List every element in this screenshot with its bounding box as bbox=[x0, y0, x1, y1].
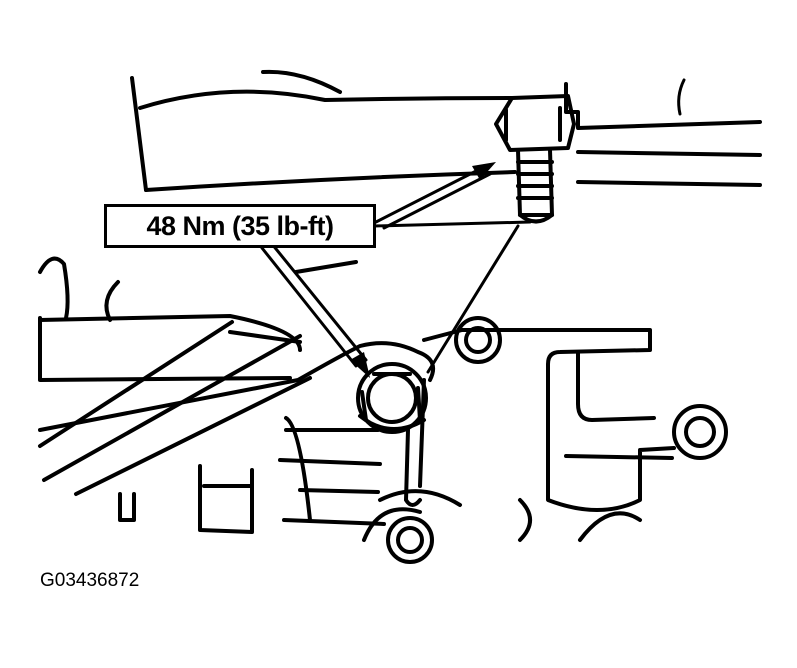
left-linkage bbox=[38, 256, 435, 496]
upper-bolt bbox=[494, 94, 576, 224]
boss-circles bbox=[454, 316, 728, 460]
lower-bolt bbox=[356, 362, 428, 434]
torque-callout: 48 Nm (35 lb-ft) bbox=[104, 204, 376, 248]
arrow-heads bbox=[350, 162, 496, 378]
callout-arrows bbox=[260, 166, 532, 374]
upper-bracket bbox=[130, 69, 762, 192]
figure-id: G03436872 bbox=[40, 570, 140, 591]
lower-housing bbox=[118, 328, 676, 564]
